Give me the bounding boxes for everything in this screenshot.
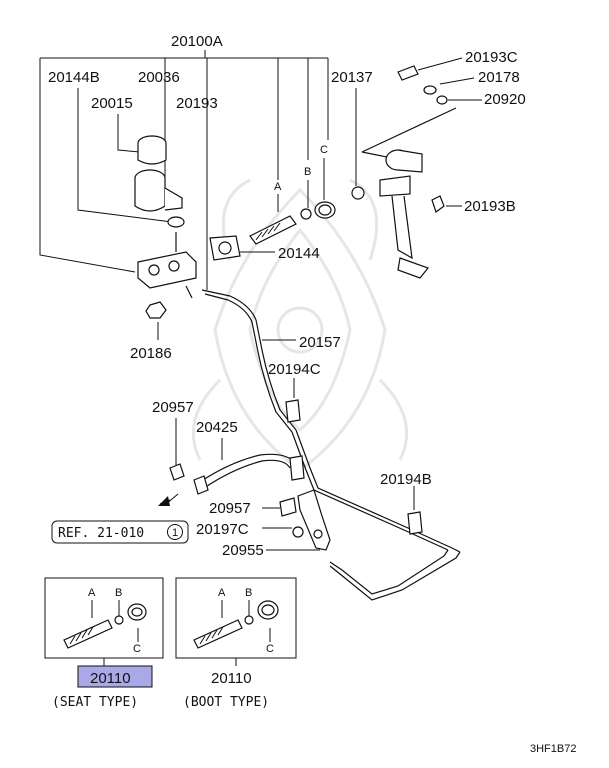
boot-c-top [314,201,336,219]
pushrod-a-top [249,215,297,245]
direction-arrow-icon [158,493,179,506]
caption-boot-type: (BOOT TYPE) [183,695,269,710]
label-20197C: 20197C [196,521,249,538]
letter-B-seat: B [115,587,122,599]
label-20193: 20193 [176,95,218,112]
diagram-code: 3HF1B72 [530,743,576,755]
nut-20186 [145,301,167,319]
reference-box[interactable]: REF. 21-010 1 [51,520,189,544]
label-20186: 20186 [130,345,172,362]
label-20193C: 20193C [465,49,518,66]
clamp-20194C [285,399,301,423]
clip-b-top [300,208,312,220]
letter-B-boot: B [245,587,252,599]
label-20144B: 20144B [48,69,100,86]
label-20957-lower: 20957 [209,500,251,517]
clutch-master-cylinder-body [137,232,197,299]
label-20100A: 20100A [171,33,223,50]
label-20194C: 20194C [268,361,321,378]
inset-seat-type: A B C [44,577,164,659]
reference-text: REF. 21-010 [58,526,144,541]
clutch-master-cylinder-reservoir [134,135,185,228]
label-20955: 20955 [222,542,264,559]
bolt-20197C [292,526,304,538]
hose-20425 [193,453,305,495]
caption-seat-type: (SEAT TYPE) [52,695,138,710]
letter-A-top: A [274,181,282,193]
letter-C-boot: C [266,643,274,655]
label-20920: 20920 [484,91,526,108]
highlight-20110-seat [77,665,153,688]
label-20110-seat[interactable]: 20110 [90,670,131,687]
clutch-pedal [351,107,457,279]
label-20144: 20144 [278,245,320,262]
clip-20957-upper [169,463,185,481]
clip-20957-lower [279,497,297,517]
pin-20193C [397,65,419,81]
gasket-20144 [209,235,241,261]
label-20425: 20425 [196,419,238,436]
reference-circled-number: 1 [172,527,178,539]
label-20193B: 20193B [464,198,516,215]
label-20036: 20036 [138,69,180,86]
clamp-20194B [407,511,423,535]
letter-A-boot: A [218,587,226,599]
letter-C-seat: C [133,643,141,655]
inset-boot-type: A B C [175,577,297,659]
label-20957-upper: 20957 [152,399,194,416]
letter-C-top: C [320,144,328,156]
label-20137: 20137 [331,69,373,86]
bracket-20955 [297,489,331,551]
label-20178: 20178 [478,69,520,86]
letter-B-top: B [304,166,311,178]
clip-20193B [431,195,445,213]
bushing-20178 [423,85,437,95]
label-20157: 20157 [299,334,341,351]
label-20015: 20015 [91,95,133,112]
letter-A-seat: A [88,587,96,599]
ring-20920 [436,95,448,105]
label-20110-boot[interactable]: 20110 [211,670,252,687]
label-20194B: 20194B [380,471,432,488]
